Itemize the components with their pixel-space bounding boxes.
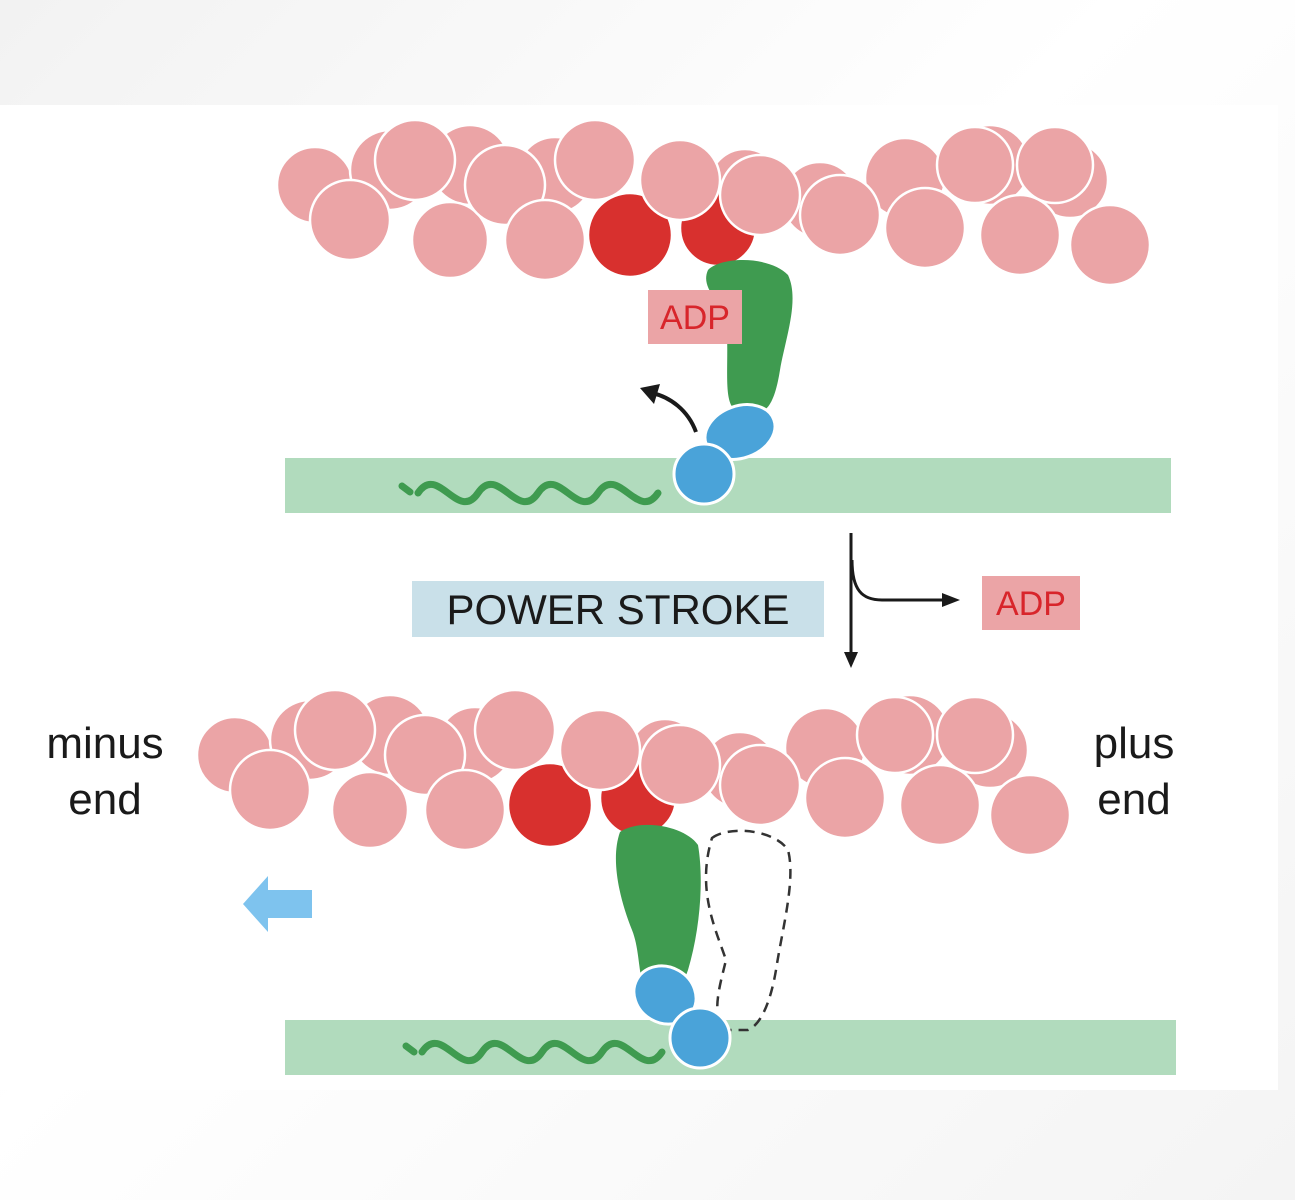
- light-chain-top: [672, 403, 777, 506]
- adp-badge-top: ADP: [648, 290, 742, 344]
- thick-filament-bottom: [285, 1020, 1176, 1075]
- power-stroke-label-box: POWER STROKE: [412, 581, 824, 637]
- transition-arrow: [844, 533, 960, 668]
- minus-end-label-line2: end: [68, 775, 141, 824]
- myosin-previous-position-outline: [704, 829, 792, 1032]
- actin-front-row-top: [308, 118, 1152, 287]
- myosin-head-bottom: [615, 824, 701, 993]
- plus-label: plus: [1094, 719, 1175, 768]
- actin-filament-top: [275, 118, 1152, 287]
- adp-badge-released: ADP: [982, 576, 1080, 630]
- adp-label-released: ADP: [996, 585, 1066, 623]
- plus-end-label: plus end: [1094, 719, 1175, 824]
- movement-direction-arrow: [243, 876, 312, 932]
- lever-swing-arrow: [640, 384, 698, 433]
- power-stroke-label: POWER STROKE: [446, 586, 789, 633]
- actin-front-row-bottom: [228, 688, 1072, 857]
- minus-label: minus: [46, 719, 163, 768]
- actin-filament-bottom: [195, 688, 1072, 857]
- minus-end-label: minus end: [46, 719, 163, 824]
- light-chain-bottom: [632, 964, 732, 1070]
- plus-end-label-line2: end: [1097, 775, 1170, 824]
- adp-label-top: ADP: [660, 299, 730, 337]
